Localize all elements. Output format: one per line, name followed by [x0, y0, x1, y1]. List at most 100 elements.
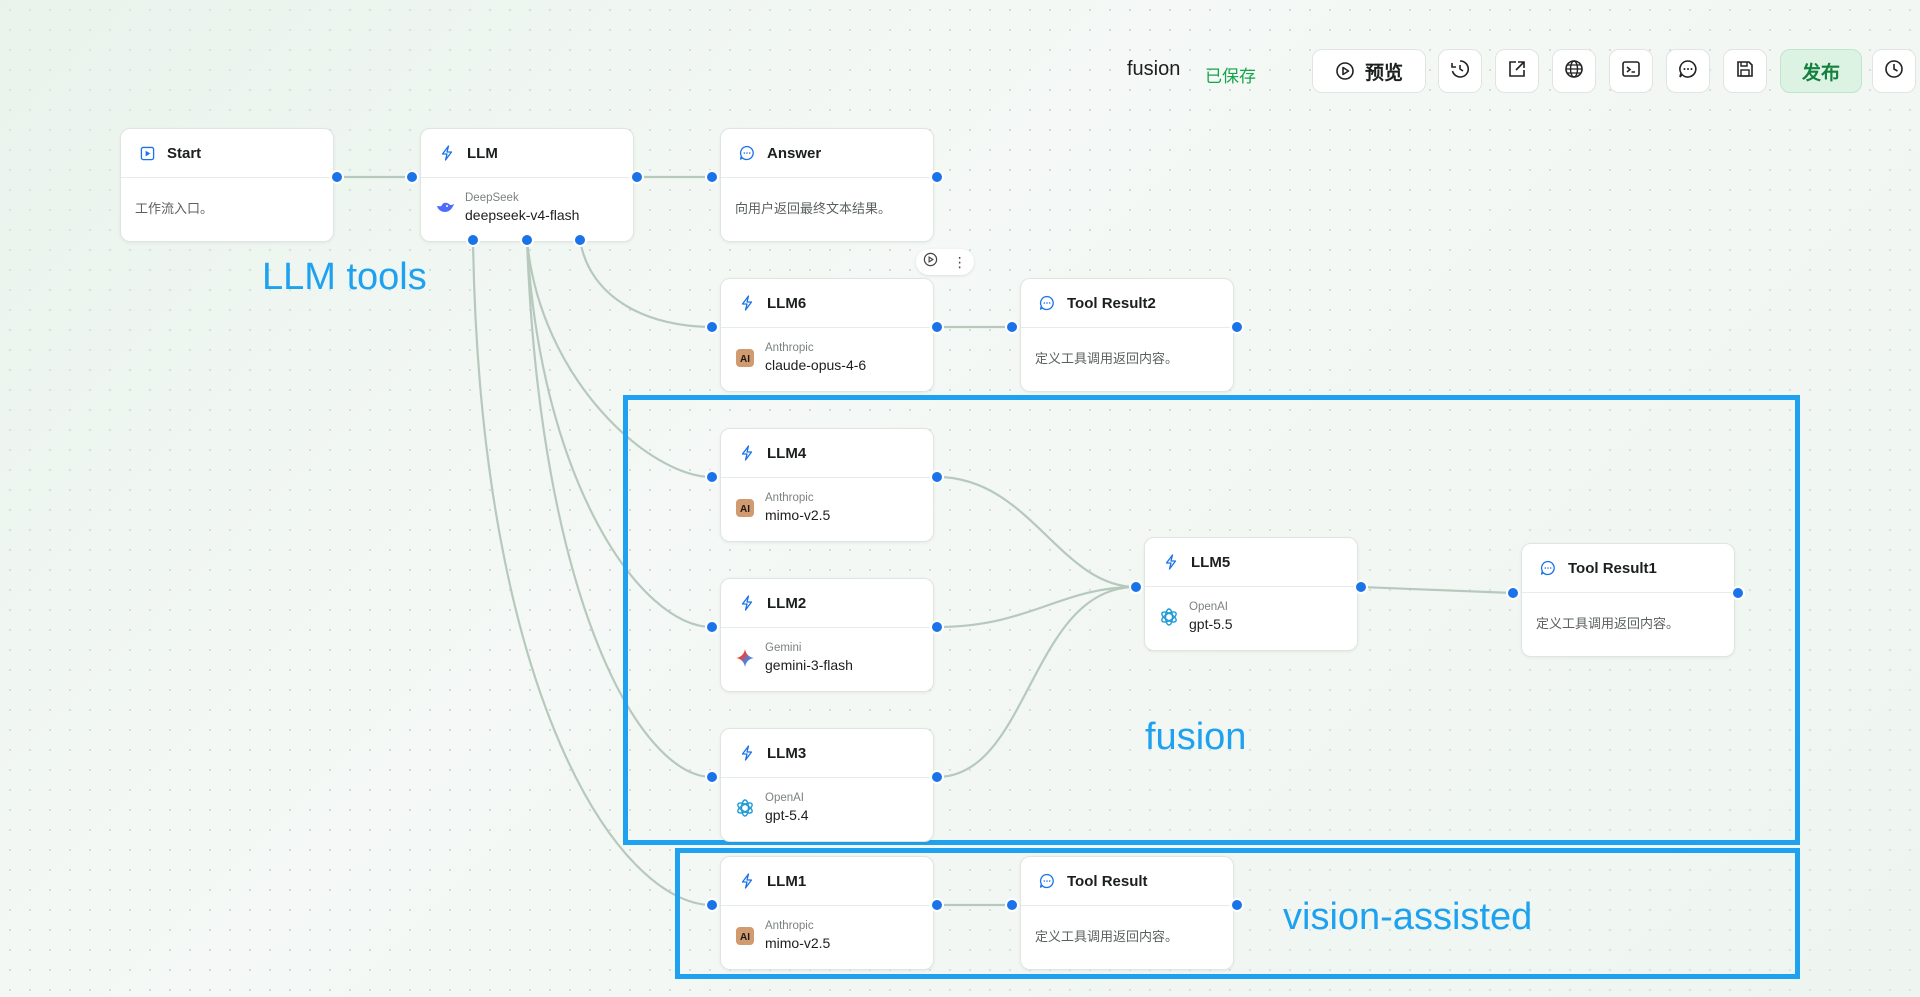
node-title: Tool Result2: [1067, 294, 1156, 312]
port-llm4-out[interactable]: [930, 470, 944, 484]
port-llm-in[interactable]: [405, 170, 419, 184]
node-mini-toolbar: ⋮: [916, 249, 974, 275]
history-icon: [1450, 59, 1470, 84]
save-icon: [1735, 59, 1755, 84]
node-tool-result[interactable]: Tool Result 定义工具调用返回内容。: [1020, 856, 1234, 970]
svg-text:AI: AI: [740, 932, 750, 943]
node-tool-result1[interactable]: Tool Result1 定义工具调用返回内容。: [1521, 543, 1735, 657]
node-start[interactable]: Start 工作流入口。: [120, 128, 334, 242]
node-title: Answer: [767, 144, 822, 162]
port-llm2-out[interactable]: [930, 620, 944, 634]
svg-text:AI: AI: [740, 504, 750, 515]
preview-label: 预览: [1364, 62, 1403, 84]
port-llm2-in[interactable]: [705, 620, 719, 634]
port-toolresult-out[interactable]: [1230, 898, 1244, 912]
node-description: 向用户返回最终文本结果。: [735, 201, 892, 216]
port-llm6-out[interactable]: [930, 320, 944, 334]
port-llm4-in[interactable]: [705, 470, 719, 484]
port-answer-out[interactable]: [930, 170, 944, 184]
port-toolresult1-out[interactable]: [1731, 586, 1745, 600]
start-icon: [139, 145, 155, 161]
provider-name: Anthropic: [765, 920, 814, 932]
node-answer[interactable]: Answer 向用户返回最终文本结果。: [720, 128, 934, 242]
node-title: Tool Result: [1067, 872, 1148, 890]
anthropic-logo-icon: AI: [735, 498, 755, 518]
preview-button[interactable]: 预览: [1312, 49, 1426, 93]
port-toolresult2-in[interactable]: [1005, 320, 1019, 334]
llm-tools-annotation: LLM tools: [262, 256, 427, 298]
model-name: claude-opus-4-6: [765, 357, 867, 373]
model-name: deepseek-v4-flash: [465, 207, 580, 223]
port-llm6-in[interactable]: [705, 320, 719, 334]
port-llm3-in[interactable]: [705, 770, 719, 784]
clock-button[interactable]: [1872, 49, 1916, 93]
chat-icon: [1678, 59, 1698, 84]
export-button[interactable]: [1495, 49, 1539, 93]
port-llm5-out[interactable]: [1354, 580, 1368, 594]
workflow-name[interactable]: fusion: [1127, 58, 1181, 80]
openai-logo-icon: [735, 798, 755, 818]
chat-bubble-icon: [739, 145, 755, 161]
model-name: gemini-3-flash: [765, 657, 853, 673]
deepseek-logo-icon: [435, 198, 455, 218]
chat-bubble-icon: [1039, 873, 1055, 889]
lightning-icon: [739, 745, 755, 761]
more-options-icon[interactable]: ⋮: [952, 253, 967, 270]
port-answer-in[interactable]: [705, 170, 719, 184]
vision-annotation-box: [675, 848, 1800, 979]
save-status: 已保存: [1205, 67, 1256, 86]
edge-llm2-llm5: [936, 585, 1137, 629]
port-llm-bottom-1[interactable]: [466, 233, 480, 247]
edge-llm-llm1: [471, 239, 713, 907]
port-llm5-in[interactable]: [1129, 580, 1143, 594]
port-toolresult1-in[interactable]: [1506, 586, 1520, 600]
export-icon: [1507, 59, 1527, 84]
port-llm1-in[interactable]: [705, 898, 719, 912]
provider-name: OpenAI: [765, 792, 804, 804]
lightning-icon: [739, 445, 755, 461]
port-llm-bottom-2[interactable]: [520, 233, 534, 247]
port-start-out[interactable]: [330, 170, 344, 184]
port-toolresult-in[interactable]: [1005, 898, 1019, 912]
model-name: mimo-v2.5: [765, 935, 831, 951]
edge-llm3-llm5: [936, 585, 1137, 779]
node-description: 定义工具调用返回内容。: [1536, 616, 1680, 631]
port-llm1-out[interactable]: [930, 898, 944, 912]
publish-button[interactable]: 发布: [1780, 49, 1862, 93]
node-tool-result2[interactable]: Tool Result2 定义工具调用返回内容。: [1020, 278, 1234, 392]
edge-llm-llm3: [525, 239, 713, 779]
node-title: LLM2: [767, 594, 807, 612]
port-toolresult2-out[interactable]: [1230, 320, 1244, 334]
node-title: Tool Result1: [1568, 559, 1657, 577]
save-button[interactable]: [1723, 49, 1767, 93]
terminal-icon: [1621, 59, 1641, 84]
node-description: 定义工具调用返回内容。: [1035, 351, 1179, 366]
model-name: gpt-5.4: [765, 807, 809, 823]
edge-llm5-toolresult1: [1360, 585, 1514, 595]
node-description: 工作流入口。: [135, 201, 214, 216]
port-llm-out[interactable]: [630, 170, 644, 184]
edge-llm4-llm5: [936, 475, 1137, 589]
chat-bubble-icon: [1540, 560, 1556, 576]
model-name: gpt-5.5: [1189, 616, 1233, 632]
chat-button[interactable]: [1666, 49, 1710, 93]
port-llm3-out[interactable]: [930, 770, 944, 784]
globe-button[interactable]: [1552, 49, 1596, 93]
terminal-button[interactable]: [1609, 49, 1653, 93]
lightning-icon: [1163, 554, 1179, 570]
port-llm-bottom-3[interactable]: [573, 233, 587, 247]
lightning-icon: [739, 873, 755, 889]
lightning-icon: [439, 145, 455, 161]
anthropic-logo-icon: AI: [735, 348, 755, 368]
clock-icon: [1884, 59, 1904, 84]
history-button[interactable]: [1438, 49, 1482, 93]
run-node-icon[interactable]: [923, 252, 938, 272]
